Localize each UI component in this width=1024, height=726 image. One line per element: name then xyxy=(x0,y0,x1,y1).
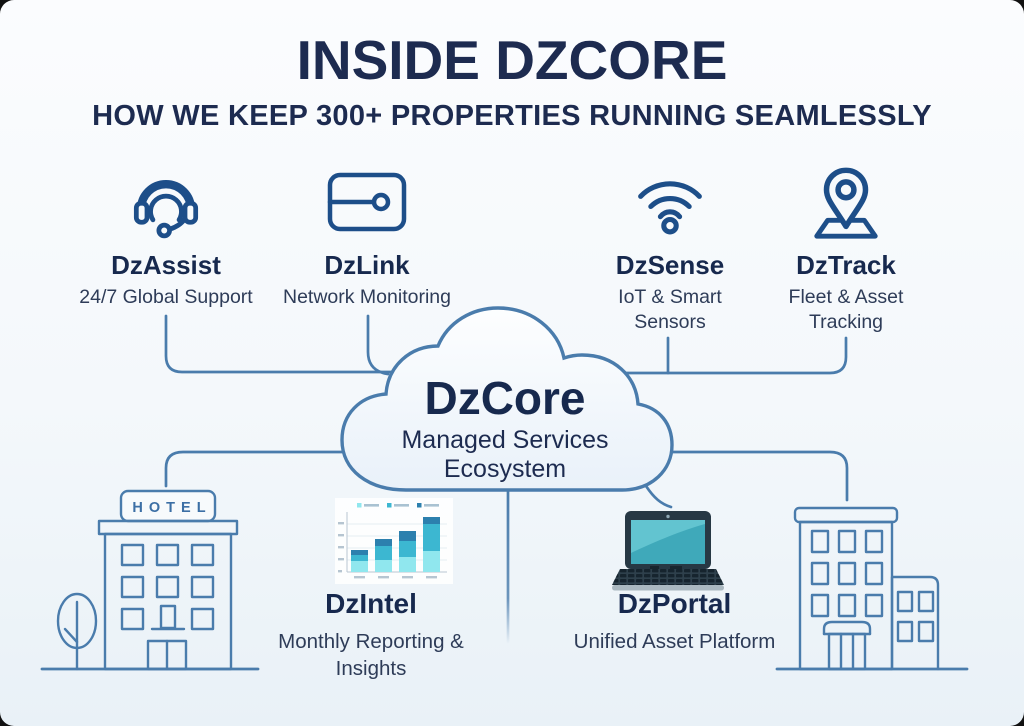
mini-chart-bar-segment xyxy=(423,551,440,572)
service-name: DzPortal xyxy=(617,588,732,619)
mini-chart-bar-segment xyxy=(423,524,440,551)
mini-chart-bar-segment xyxy=(399,557,416,572)
connector-dztrack-cloud xyxy=(624,336,848,375)
service-dzportal: DzPortal Unified Asset Platform xyxy=(552,588,797,655)
service-desc: IoT & Smart Sensors xyxy=(618,286,722,333)
network-switch-icon xyxy=(327,160,407,244)
service-name: DzTrack xyxy=(796,250,896,280)
mini-chart-legend-swatch xyxy=(357,503,362,508)
service-name: DzLink xyxy=(324,250,410,280)
mini-chart-legend-text xyxy=(424,504,439,507)
connector-dzassist-cloud xyxy=(164,314,410,374)
mini-chart-bar-segment xyxy=(423,517,440,524)
mini-chart-legend-swatch xyxy=(387,503,392,508)
mini-chart-bar-segment xyxy=(399,531,416,541)
mini-chart-bars xyxy=(351,517,440,572)
page-title: INSIDE DZCORE xyxy=(296,29,728,91)
headset-icon xyxy=(128,160,204,244)
mini-chart-bar-segment xyxy=(375,546,392,560)
building-door xyxy=(822,620,872,671)
service-dzlink: DzLink Network Monitoring xyxy=(267,160,467,310)
service-desc: 24/7 Global Support xyxy=(79,286,253,308)
service-dzintel: DzIntel Monthly Reporting & Insights xyxy=(266,588,476,682)
map-pin-icon xyxy=(807,160,885,244)
cloud-label-group: DzCore Managed Services Ecosystem xyxy=(368,374,642,484)
annex-building xyxy=(890,575,940,671)
connector-dzlink-cloud xyxy=(366,314,390,376)
building-windows xyxy=(810,529,884,618)
mini-chart-bar-segment xyxy=(351,561,368,572)
mini-chart-bar-segment xyxy=(375,560,392,572)
tree-icon xyxy=(56,592,98,671)
connector-cloud-laptop xyxy=(644,484,673,509)
hotel-building-icon: HOTEL xyxy=(40,489,260,671)
cloud-title: DzCore xyxy=(424,372,586,424)
service-desc: Unified Asset Platform xyxy=(573,630,776,653)
service-desc: Monthly Reporting & Insights xyxy=(278,630,464,680)
service-dzsense: DzSense IoT & Smart Sensors xyxy=(605,160,735,335)
service-dztrack: DzTrack Fleet & Asset Tracking xyxy=(776,160,916,335)
mini-chart-bar-segment xyxy=(351,550,368,555)
laptop-icon xyxy=(612,511,724,591)
mini-axis-tick-marks xyxy=(338,522,437,579)
hotel-windows xyxy=(120,543,215,631)
service-name: DzIntel xyxy=(325,588,417,619)
bar-chart-icon xyxy=(335,498,453,584)
mini-chart-bar-segment xyxy=(351,555,368,561)
office-buildings-icon xyxy=(775,506,969,671)
mini-chart-legend-text xyxy=(394,504,409,507)
service-name: DzSense xyxy=(615,250,725,280)
service-name: DzAssist xyxy=(111,250,221,280)
mini-chart-bar-segment xyxy=(399,541,416,557)
mini-chart-legend-swatch xyxy=(417,503,422,508)
cloud-subtitle: Managed Services Ecosystem xyxy=(401,426,609,483)
mini-chart-bar-segment xyxy=(375,539,392,546)
service-desc: Network Monitoring xyxy=(283,286,451,308)
hotel-sign-label: HOTEL xyxy=(132,500,211,516)
service-desc: Fleet & Asset Tracking xyxy=(788,286,904,333)
mini-chart-legend xyxy=(357,503,439,508)
hotel-sign xyxy=(119,489,217,523)
hotel-door xyxy=(146,639,188,671)
service-dzassist: DzAssist 24/7 Global Support xyxy=(66,160,266,310)
mini-chart-legend-text xyxy=(364,504,379,507)
page-subtitle: HOW WE KEEP 300+ PROPERTIES RUNNING SEAM… xyxy=(92,100,932,132)
wifi-icon xyxy=(633,160,707,244)
